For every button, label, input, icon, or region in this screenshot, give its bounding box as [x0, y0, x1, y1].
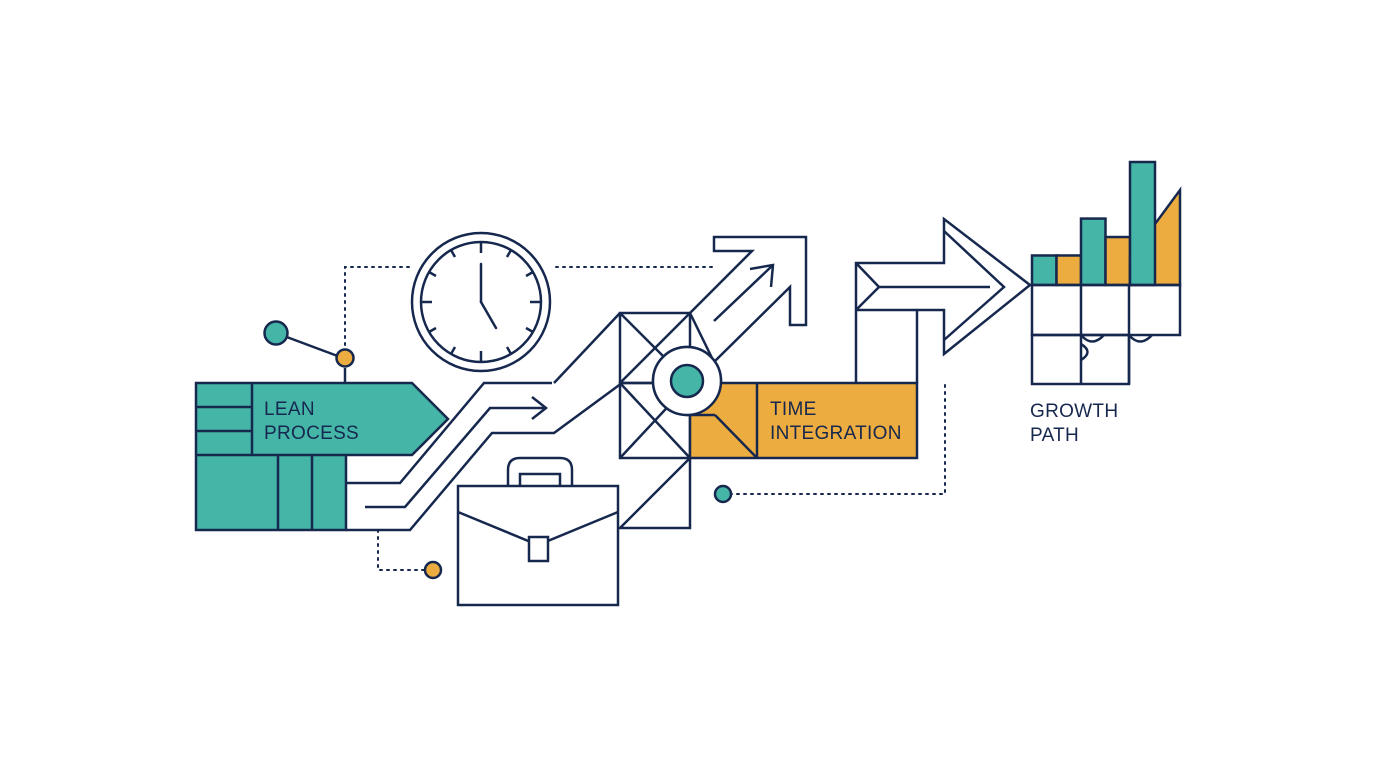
- clock-tick: [525, 270, 534, 278]
- growth-bar: [1055, 254, 1083, 287]
- connector-node-icon: [263, 320, 355, 383]
- big-arrow-icon: [854, 216, 1033, 383]
- growth-bar: [1030, 254, 1058, 287]
- growth-bar: [1079, 217, 1107, 287]
- process-path: [346, 381, 623, 532]
- lean-process-label-line2: PROCESS: [264, 423, 359, 444]
- clock-tick: [428, 326, 437, 334]
- clock-tick: [428, 270, 437, 278]
- clock-tick: [505, 249, 513, 258]
- growth-path-block: GROWTH PATH: [1030, 160, 1182, 446]
- lean-process-shape: [194, 381, 450, 532]
- lean-process-label-line1: LEAN: [264, 399, 315, 420]
- briefcase-icon: [456, 456, 620, 607]
- lean-process-block: LEAN PROCESS: [194, 381, 450, 532]
- puzzle-icon: [1030, 283, 1182, 386]
- arrow-icon: [688, 235, 808, 365]
- clock-tick: [505, 346, 513, 355]
- time-integration-block: TIME INTEGRATION: [651, 345, 919, 460]
- time-integration-label-line1: TIME: [770, 399, 817, 420]
- connector-node-teal: [713, 484, 733, 504]
- growth-bar: [1104, 235, 1132, 287]
- growth-path-label-line2: PATH: [1030, 425, 1079, 446]
- clock-icon: [410, 231, 552, 373]
- time-integration-shape: [688, 381, 919, 460]
- bar-chart-icon: [1030, 217, 1132, 287]
- clock-tick: [449, 346, 457, 355]
- clock-tick: [525, 326, 534, 334]
- clock-hour-hand: [479, 300, 498, 330]
- clock-tick: [449, 249, 457, 258]
- growth-path-label-line1: GROWTH: [1030, 401, 1118, 422]
- growth-bar-tallest: [1128, 160, 1157, 287]
- dotted-connectors: [344, 266, 946, 571]
- connector-node-orange: [423, 560, 443, 580]
- time-integration-label-line2: INTEGRATION: [770, 423, 902, 444]
